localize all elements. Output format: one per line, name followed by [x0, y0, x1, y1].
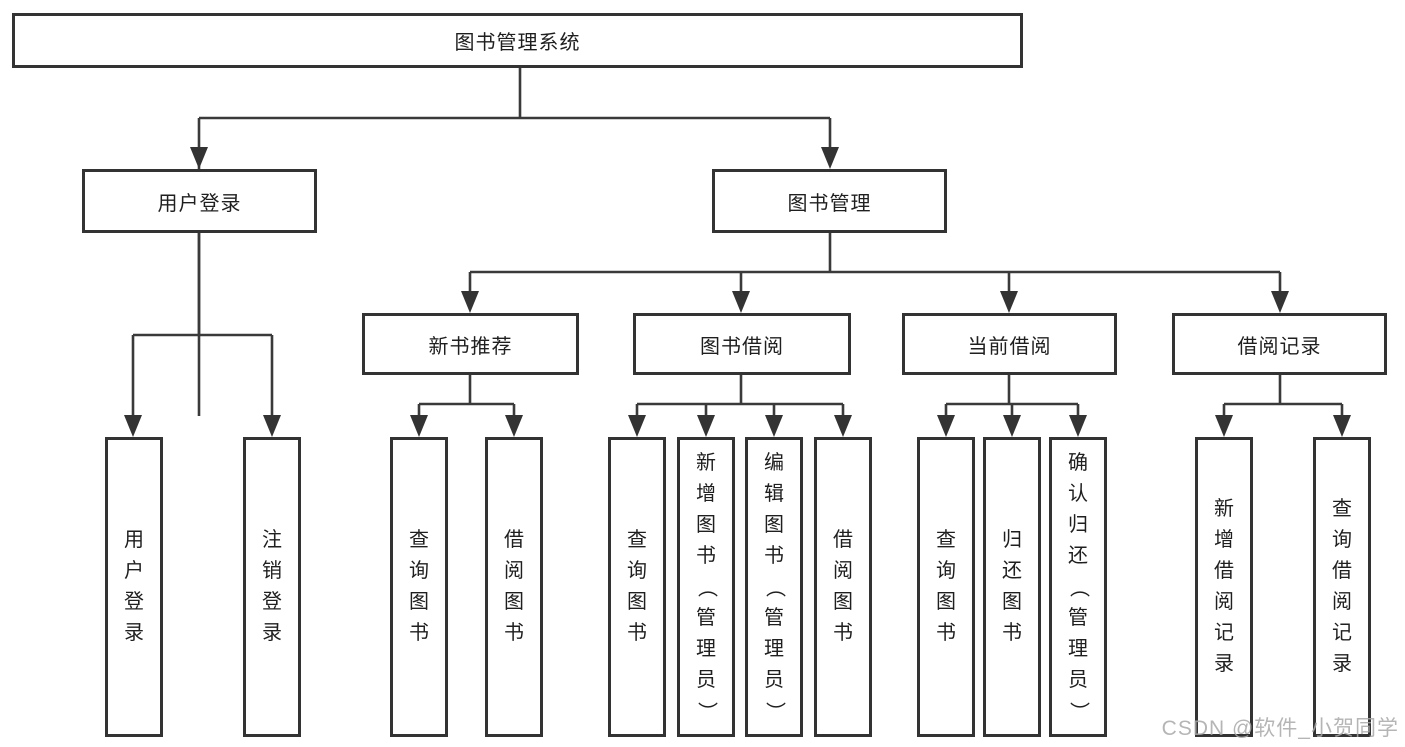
leaf-logout-label: 注销登录	[262, 529, 282, 644]
leaf-borrow-books-1-label: 借阅图书	[504, 529, 524, 644]
leaf-return-book-label: 归还图书	[1002, 529, 1022, 644]
leaf-return-book: 归还图书	[983, 437, 1041, 737]
leaf-logout: 注销登录	[243, 437, 301, 737]
node-current-borrow-label: 当前借阅	[967, 335, 1052, 358]
leaf-add-book-admin-label: 新增图书（管理员）	[695, 451, 718, 722]
node-borrow-records-label: 借阅记录	[1237, 335, 1322, 358]
node-user-login: 用户登录	[82, 169, 317, 233]
leaf-confirm-return-admin-label: 确认归还（管理员）	[1067, 451, 1090, 722]
leaf-query-books-2-label: 查询图书	[627, 529, 647, 644]
node-book-borrow-label: 图书借阅	[700, 335, 784, 358]
node-book-management: 图书管理	[712, 169, 947, 233]
leaf-query-books-1-label: 查询图书	[409, 529, 429, 644]
leaf-query-borrow-record: 查询借阅记录	[1313, 437, 1371, 737]
node-borrow-records: 借阅记录	[1172, 313, 1387, 375]
node-new-book-recommend: 新书推荐	[362, 313, 579, 375]
leaf-user-login-label: 用户登录	[124, 529, 144, 644]
node-root-label: 图书管理系统	[454, 32, 581, 54]
arrowheads	[124, 147, 1351, 437]
leaf-borrow-books-1: 借阅图书	[485, 437, 543, 737]
node-root-system: 图书管理系统	[12, 13, 1023, 68]
leaf-query-books-3-label: 查询图书	[936, 529, 956, 644]
leaf-query-books-2: 查询图书	[608, 437, 666, 737]
leaf-confirm-return-admin: 确认归还（管理员）	[1049, 437, 1107, 737]
leaf-user-login: 用户登录	[105, 437, 163, 737]
csdn-watermark: CSDN @软件_小贺同学	[1161, 717, 1399, 740]
leaf-query-books-1: 查询图书	[390, 437, 448, 737]
leaf-add-borrow-record-label: 新增借阅记录	[1214, 498, 1234, 675]
leaf-query-borrow-record-label: 查询借阅记录	[1332, 498, 1352, 675]
node-book-management-label: 图书管理	[787, 192, 872, 215]
node-user-login-label: 用户登录	[157, 192, 242, 215]
node-new-book-recommend-label: 新书推荐	[428, 335, 513, 358]
node-book-borrow: 图书借阅	[633, 313, 851, 375]
leaf-edit-book-admin-label: 编辑图书（管理员）	[763, 451, 786, 722]
leaf-query-books-3: 查询图书	[917, 437, 975, 737]
leaf-borrow-books-2-label: 借阅图书	[833, 529, 853, 644]
node-current-borrow: 当前借阅	[902, 313, 1117, 375]
leaf-add-book-admin: 新增图书（管理员）	[677, 437, 735, 737]
leaf-add-borrow-record: 新增借阅记录	[1195, 437, 1253, 737]
leaf-borrow-books-2: 借阅图书	[814, 437, 872, 737]
leaf-edit-book-admin: 编辑图书（管理员）	[745, 437, 803, 737]
